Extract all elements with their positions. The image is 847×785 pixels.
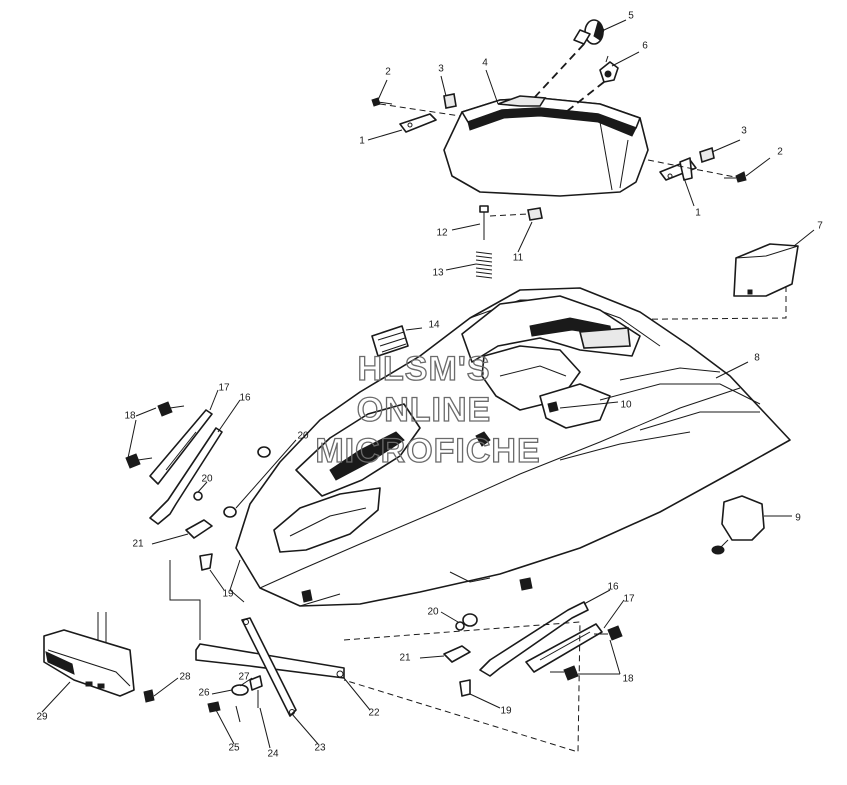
callout-14: 14 (428, 320, 440, 331)
screw-19-right (459, 679, 471, 697)
headlight-housing (443, 95, 649, 197)
support-rod-left (149, 427, 223, 525)
callout-4: 4 (482, 58, 488, 69)
callout-25: 25 (228, 743, 240, 754)
mount-bracket (195, 617, 345, 717)
callout-13: 13 (432, 268, 444, 279)
callout-2-right: 2 (777, 147, 783, 158)
tail-bulb (599, 55, 619, 83)
callout-3-right: 3 (741, 126, 747, 137)
callout-1-left: 1 (359, 136, 365, 147)
callout-16-right: 16 (607, 582, 619, 593)
screw-19-left (199, 553, 213, 571)
mirror (711, 495, 765, 555)
callout-8: 8 (754, 353, 760, 364)
callout-1-right: 1 (695, 208, 701, 219)
screw-28 (143, 689, 155, 703)
callout-18-right: 18 (622, 674, 634, 685)
support-rod-right (479, 601, 589, 677)
callout-24: 24 (267, 749, 279, 760)
callout-19-right: 19 (500, 706, 512, 717)
watermark-line-1: HLSM'S (357, 350, 490, 388)
hood-vent (371, 325, 409, 357)
callout-5: 5 (628, 11, 634, 22)
leader-lines (41, 19, 815, 749)
callout-9: 9 (795, 513, 801, 524)
headlight-bracket-left (371, 93, 457, 133)
callout-10: 10 (620, 400, 632, 411)
watermark-line-3: MICROFICHE (315, 432, 540, 470)
headlight-bulb (573, 19, 605, 45)
adjuster-spring (475, 251, 493, 279)
callout-labels: 1 2 3 4 5 6 3 2 1 7 12 11 13 14 8 10 17 … (36, 11, 823, 760)
callout-7: 7 (817, 221, 823, 232)
headlight-bracket-right (659, 146, 747, 183)
callout-2-left: 2 (385, 67, 391, 78)
callout-20-right: 20 (427, 607, 439, 618)
callout-27: 27 (238, 672, 250, 683)
callout-16-left: 16 (239, 393, 251, 404)
hood-fastener (547, 401, 559, 413)
callout-17-left: 17 (218, 383, 230, 394)
lower-panel (43, 612, 135, 697)
callout-21-left: 21 (132, 539, 144, 550)
callout-23: 23 (314, 743, 326, 754)
callout-28: 28 (179, 672, 191, 683)
callout-6: 6 (642, 41, 648, 52)
callout-29: 29 (36, 712, 48, 723)
nut-20-right (455, 577, 533, 631)
callout-12: 12 (436, 228, 448, 239)
frame-hardware (207, 675, 263, 723)
latch-21-left (185, 519, 213, 539)
callout-19-left: 19 (222, 589, 234, 600)
adjuster-nut (527, 207, 543, 221)
adjuster-bolt (479, 205, 489, 240)
callout-18-left: 18 (124, 411, 136, 422)
hood (229, 287, 791, 607)
callout-17-right: 17 (623, 594, 635, 605)
callout-21-right: 21 (399, 653, 411, 664)
bolt-18-right (550, 625, 623, 681)
bolt-18-left (125, 401, 185, 469)
callout-20-left-upper: 20 (297, 431, 309, 442)
callout-20-left-lower: 20 (201, 474, 213, 485)
lens-cover (733, 243, 799, 297)
watermark: HLSM'S ONLINE MICROFICHE (315, 349, 541, 470)
callout-11: 11 (513, 253, 524, 264)
support-strap-right (525, 623, 603, 673)
callout-26: 26 (198, 688, 210, 699)
watermark-line-2: ONLINE (357, 391, 491, 429)
latch-21-right (443, 645, 471, 663)
callout-22: 22 (368, 708, 380, 719)
callout-3-left: 3 (438, 64, 444, 75)
support-strap-left (149, 409, 213, 485)
